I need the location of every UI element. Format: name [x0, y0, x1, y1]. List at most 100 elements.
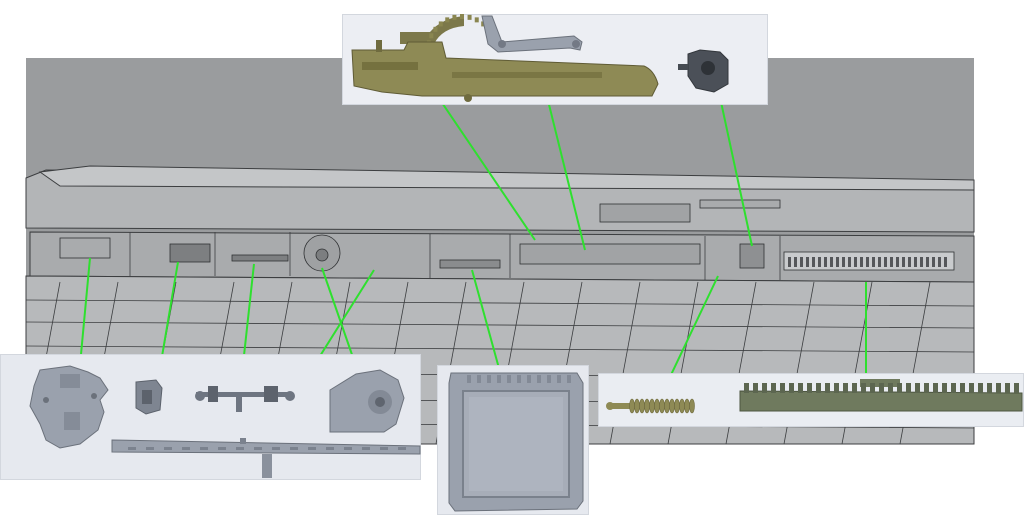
rack-tooth-render [932, 257, 935, 267]
bracket-render [169, 243, 211, 263]
rail-hole [218, 447, 226, 450]
rail-hole [146, 447, 154, 450]
rack-tooth [915, 383, 920, 393]
rack-tooth [987, 383, 992, 393]
parts-panel-bottom-right [598, 373, 1024, 427]
rack-tooth [771, 383, 776, 393]
rack-tooth [942, 383, 947, 393]
hatch-tooth [547, 375, 551, 383]
spring-coil [684, 398, 690, 414]
trunnion-render [739, 243, 765, 269]
rack-tooth-render [824, 257, 827, 267]
rack-tooth-render [914, 257, 917, 267]
hatch-tooth [507, 375, 511, 383]
rack-tooth-render [896, 257, 899, 267]
rack-tooth [798, 383, 803, 393]
spring-coil [649, 398, 655, 414]
rack-tooth-render [890, 257, 893, 267]
upper-rail-render [699, 199, 781, 209]
rack-tooth [816, 383, 821, 393]
rack-tooth [807, 383, 812, 393]
hatch-render [439, 259, 501, 269]
drive-shaft-part [195, 386, 295, 412]
rack-tooth [1005, 383, 1010, 393]
rack-tooth [870, 383, 875, 393]
rack-tooth-render [944, 257, 947, 267]
rack-tooth [789, 383, 794, 393]
hatch-tooth [537, 375, 541, 383]
rack-tooth [879, 383, 884, 393]
rack-tooth [906, 383, 911, 393]
cradle-render [519, 243, 701, 265]
spring-coil [679, 398, 685, 414]
rack-tooth [951, 383, 956, 393]
parts-panel-bottom-left [0, 354, 421, 480]
gun-cradle-part [351, 14, 659, 102]
rack-tooth-render [842, 257, 845, 267]
gear-tooth [438, 21, 443, 27]
hatch-tooth [527, 375, 531, 383]
hatch-tooth [567, 375, 571, 383]
rail-hole [272, 447, 280, 450]
hatch-tooth [517, 375, 521, 383]
gear-tooth [452, 14, 457, 20]
rail-hole [128, 447, 136, 450]
parts-panel-bottom-mid [437, 365, 589, 515]
rack-tooth-render [902, 257, 905, 267]
rack-tooth-render [788, 257, 791, 267]
rack-tooth [843, 383, 848, 393]
rack-tooth-render [908, 257, 911, 267]
spring-coil [639, 398, 645, 414]
rack-tooth-render [830, 257, 833, 267]
rack-tooth [861, 383, 866, 393]
hatch-tooth [477, 375, 481, 383]
small-bracket-part [135, 379, 163, 415]
long-rail-part [111, 438, 421, 478]
rack-tooth-render [806, 257, 809, 267]
hatch-tooth [487, 375, 491, 383]
rail-hole [326, 447, 334, 450]
gear-tooth [474, 17, 479, 23]
spring-coil [629, 398, 635, 414]
rail-hole [308, 447, 316, 450]
rack-tooth-render [848, 257, 851, 267]
toothed-rack-part [739, 379, 1023, 412]
rack-tooth [978, 383, 983, 393]
rack-tooth-render [836, 257, 839, 267]
rail-hole [398, 447, 406, 450]
rack-tooth [924, 383, 929, 393]
rack-tooth [969, 383, 974, 393]
rack-tooth [753, 383, 758, 393]
rack-tooth [852, 383, 857, 393]
hatch-frame-part [448, 372, 584, 512]
rack-tooth [762, 383, 767, 393]
rack-tooth-render [818, 257, 821, 267]
spring-coil [669, 398, 675, 414]
rail-hole [164, 447, 172, 450]
rack-tooth [834, 383, 839, 393]
gear-tooth [467, 14, 472, 20]
spring-coil [689, 398, 695, 414]
gear-tooth [429, 33, 434, 39]
rack-tooth [744, 383, 749, 393]
rack-tooth [888, 383, 893, 393]
recuperator-spring-part [606, 398, 695, 414]
gear-housing-part [329, 369, 405, 433]
trunnion-block-part [678, 49, 729, 93]
spring-coil [634, 398, 640, 414]
spring-coil [659, 398, 665, 414]
rack-tooth-render [872, 257, 875, 267]
rack-tooth [897, 383, 902, 393]
rail-hole [236, 447, 244, 450]
rack-tooth-render [926, 257, 929, 267]
rack-tooth-render [884, 257, 887, 267]
rail-hole [344, 447, 352, 450]
rack-tooth-render [920, 257, 923, 267]
rack-tooth-render [854, 257, 857, 267]
gear-tooth [460, 14, 464, 19]
hatch-tooth [557, 375, 561, 383]
upper-mech-render [599, 203, 691, 223]
rack-tooth-render [812, 257, 815, 267]
rack-tooth-render [860, 257, 863, 267]
